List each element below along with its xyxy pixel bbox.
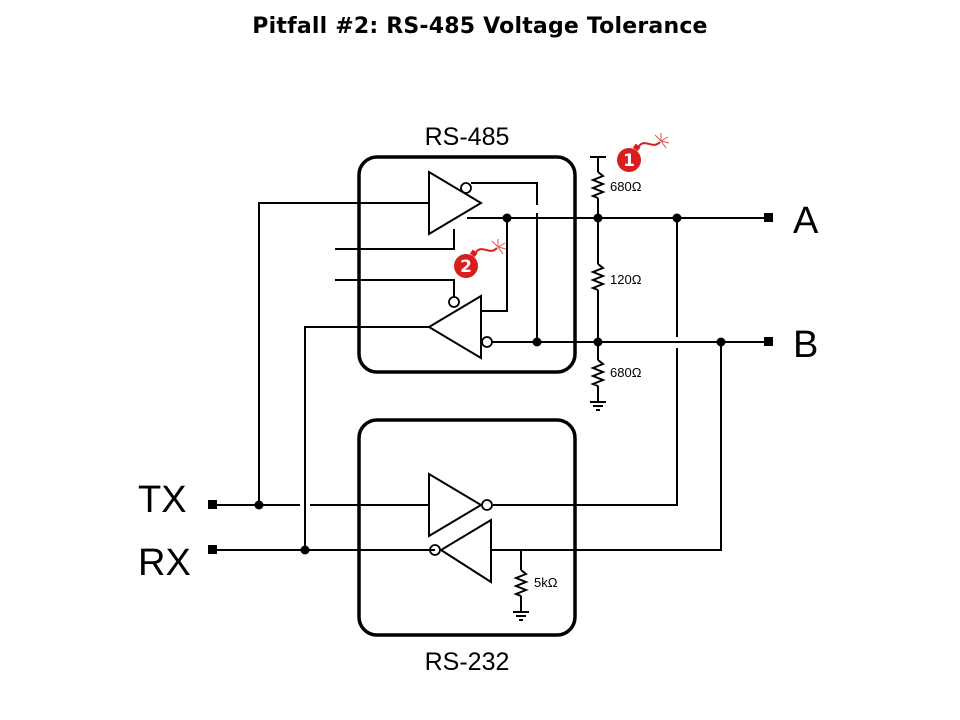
rs232-tx-out-wire	[493, 348, 678, 506]
re-control-wire	[335, 279, 455, 297]
bomb-icon: 2	[454, 239, 507, 278]
pulldown-value: 680Ω	[610, 365, 642, 380]
junction-dot	[593, 337, 603, 347]
receiver-inv-bubble	[481, 336, 493, 348]
ground-icon	[590, 401, 606, 411]
receiver-output-wire	[304, 326, 429, 550]
receiver-enable-bubble	[448, 296, 460, 308]
bomb-icon: 1	[617, 133, 670, 172]
slide-title: Pitfall #2: RS-485 Voltage Tolerance	[252, 14, 708, 39]
junction-dot	[532, 337, 542, 347]
driver-enable-wire	[471, 182, 538, 205]
ground-icon	[513, 611, 529, 621]
pulldown-resistor	[590, 359, 606, 387]
junction-dot	[300, 545, 310, 555]
terminal-b-label: B	[793, 324, 818, 366]
terminal-rx-label: RX	[138, 542, 191, 584]
junction-dot	[254, 500, 264, 510]
rs485-receiver	[427, 294, 493, 360]
driver-enable-bubble	[460, 182, 472, 194]
terminal-b	[764, 337, 773, 346]
terminal-tx	[208, 500, 217, 509]
termination-resistor	[590, 263, 606, 291]
termination-value: 120Ω	[610, 272, 642, 287]
rs232-rx-in-wire	[491, 342, 722, 551]
rs485-block	[357, 155, 577, 374]
de-control-wire	[335, 229, 455, 250]
pullup-resistor	[590, 171, 606, 199]
terminal-a	[764, 213, 773, 222]
receiver-pos-input-wire	[481, 218, 508, 312]
rs232-driver-bubble	[481, 499, 493, 511]
rx-pulldown-resistor	[513, 569, 529, 597]
junction-dot	[502, 213, 512, 223]
rx-pulldown-network	[513, 550, 529, 621]
driver-input-wire	[258, 202, 429, 505]
terminal-tx-label: TX	[138, 479, 187, 521]
junction-dot	[593, 213, 603, 223]
terminal-a-label: A	[793, 200, 819, 242]
bias-network	[590, 156, 606, 411]
rx-pulldown-value: 5kΩ	[534, 575, 558, 590]
rs232-label: RS-232	[425, 648, 510, 676]
rs485-driver	[428, 170, 483, 236]
callout-2-number: 2	[460, 257, 472, 277]
rs485-label: RS-485	[425, 123, 510, 151]
terminal-rx	[208, 545, 217, 554]
rs232-block	[357, 418, 577, 637]
pullup-value: 680Ω	[610, 179, 642, 194]
callout-1-number: 1	[623, 151, 635, 171]
